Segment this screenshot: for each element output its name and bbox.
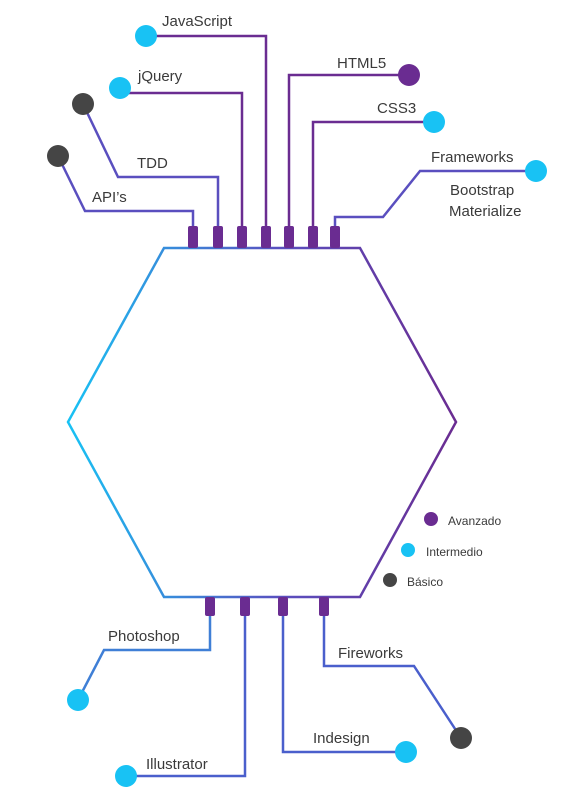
wire-apis [56,155,195,228]
legend: Avanzado Intermedio Básico [383,512,501,589]
dot-html5 [398,64,420,86]
legend-dot-intermedio [401,543,415,557]
pin-javascript [261,226,271,248]
dot-illustrator [115,765,137,787]
top-wires [56,34,536,228]
dot-photoshop [67,689,89,711]
dot-frameworks [525,160,547,182]
endpoint-dots [47,25,547,787]
legend-dot-avanzado [424,512,438,526]
label-frameworks: Frameworks [431,149,514,166]
bottom-pins [205,597,329,616]
pin-tdd [213,226,223,248]
label-css3: CSS3 [377,100,416,117]
dot-indesign [395,741,417,763]
label-bootstrap: Bootstrap [450,182,514,199]
wire-illustrator [126,614,247,778]
pin-illustrator [240,597,250,616]
dot-fireworks [450,727,472,749]
wire-css3 [311,120,434,228]
pin-fireworks [319,597,329,616]
wire-tdd [81,103,220,228]
label-materialize: Materialize [449,203,522,220]
wire-fireworks [322,614,463,739]
label-indesign: Indesign [313,730,370,747]
label-html5: HTML5 [337,55,386,72]
legend-dot-basico [383,573,397,587]
dot-apis [47,145,69,167]
dot-tdd [72,93,94,115]
wire-indesign [281,614,406,754]
dot-jquery [109,77,131,99]
skill-labels: JavaScript jQuery TDD API’s HTML5 CSS3 F… [92,13,522,773]
pin-indesign [278,597,288,616]
pin-html5 [284,226,294,248]
label-fireworks: Fireworks [338,645,403,662]
wire-frameworks [333,169,536,228]
dot-javascript [135,25,157,47]
wire-html5 [287,73,409,228]
label-jquery: jQuery [137,68,183,85]
label-photoshop: Photoshop [108,628,180,645]
legend-label-basico: Básico [407,575,443,589]
label-javascript: JavaScript [162,13,233,30]
pin-apis [188,226,198,248]
wire-javascript [146,34,268,228]
wire-jquery [120,91,244,228]
legend-label-intermedio: Intermedio [426,545,483,559]
pin-jquery [237,226,247,248]
chip-hexagon [66,246,458,599]
label-illustrator: Illustrator [146,756,208,773]
label-apis: API’s [92,189,127,206]
pin-css3 [308,226,318,248]
dot-css3 [423,111,445,133]
bottom-wires [76,614,463,778]
top-pins [188,226,340,248]
label-tdd: TDD [137,155,168,172]
legend-label-avanzado: Avanzado [448,514,501,528]
wire-photoshop [76,614,212,701]
pin-frameworks [330,226,340,248]
pin-photoshop [205,597,215,616]
